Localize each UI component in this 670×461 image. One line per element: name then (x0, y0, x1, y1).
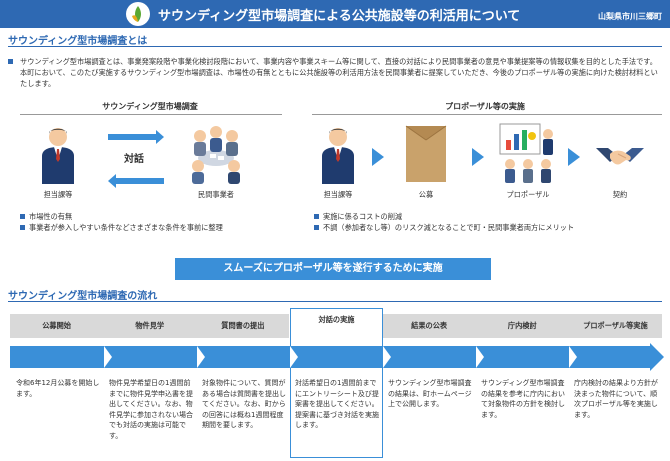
left-bullet-list: 市場性の有無 事業者が参入しやすい条件などさまざまな条件を事前に整理 (20, 211, 290, 233)
flow-separator (290, 346, 298, 368)
right-bullet-item: 実施に係るコストの削減 (314, 211, 662, 222)
flow-steps-header: 公募開始 物件見学 質問書の提出 結果の公表 庁内検討 プロポーザル等実施 (10, 314, 662, 338)
section-divider (8, 301, 662, 302)
step-label: 物件見学 (135, 321, 165, 330)
step-label: 公募開始 (42, 321, 71, 330)
page-header: サウンディング型市場調査による公共施設等の利活用について 山梨県市川三郷町 (0, 0, 670, 28)
envelope-icon (404, 124, 448, 184)
step-label: プロポーザル等実施 (583, 321, 648, 330)
right-caption-contract: 契約 (612, 190, 628, 199)
left-caption-staff: 担当課等 (43, 190, 73, 199)
presentation-icon (498, 120, 558, 184)
section-description: サウンディング型市場調査とは、事業発案段階や事業化検討段階において、事業内容や事… (8, 56, 662, 89)
page-title: サウンディング型市場調査による公共施設等の利活用について (158, 9, 521, 24)
flow-arrow-icon (472, 148, 484, 166)
flow-separator (476, 346, 484, 368)
step-description: サウンディング型市場調査の結果を参考に庁内において対象物件の方針を検討します。 (481, 379, 565, 419)
step-description: 令和6年12月公募を開始します。 (16, 379, 100, 398)
step-description: サウンディング型市場調査の結果は、町ホームページ上で公開します。 (388, 379, 472, 408)
step-description: 対話希望日の1週間前までにエントリーシート及び提案書を提出してください。提案書に… (295, 379, 379, 429)
section-title-about: サウンディング型市場調査とは (8, 36, 148, 47)
staff-person-icon (40, 126, 76, 184)
step-description: 庁内検討の結果より方針が決まった物件について、順次プロポーザル等を実施します。 (574, 379, 658, 419)
dialogue-label: 対話 (124, 154, 144, 165)
town-emblem-icon (126, 2, 150, 26)
right-bullet-list: 実施に係るコストの削減 不調（参加者なし等）のリスク減となることで町・民間事業者… (314, 211, 662, 233)
right-bullet-item: 不調（参加者なし等）のリスク減となることで町・民間事業者両方にメリット (314, 222, 662, 233)
right-diagram-heading: プロポーザル等の実施 (445, 102, 525, 111)
right-caption-public-offer: 公募 (418, 190, 434, 199)
dialogue-arrow-left (108, 174, 164, 188)
right-caption-proposal: プロポーザル (506, 190, 550, 199)
flow-separator (104, 346, 112, 368)
right-caption-staff: 担当課等 (323, 190, 353, 199)
flow-separator (197, 346, 205, 368)
dialogue-arrow-right (108, 130, 164, 144)
flow-progress-arrow (10, 343, 664, 371)
section-divider (8, 46, 662, 47)
step-label: 庁内検討 (507, 321, 537, 330)
step-label: 質問書の提出 (221, 321, 265, 330)
step-description: 対象物件について、質問がある場合は質問書を提出してください。なお、町からの回答に… (202, 379, 286, 429)
flow-separator (383, 346, 391, 368)
bullet-marker (8, 59, 13, 64)
description-text: サウンディング型市場調査とは、事業発案段階や事業化検討段階において、事業内容や事… (20, 57, 658, 88)
left-diagram-heading: サウンディング型市場調査 (102, 102, 198, 111)
flow-arrow-icon (372, 148, 384, 166)
handshake-icon (596, 140, 644, 172)
active-step-highlight: 対話の実施 (290, 308, 383, 458)
section-title-flow: サウンディング型市場調査の流れ (8, 291, 158, 302)
left-heading-underline (20, 114, 282, 115)
flow-arrow-icon (568, 148, 580, 166)
organization-name: 山梨県市川三郷町 (598, 12, 662, 21)
purpose-banner: スムーズにプロポーザル等を遂行するために実施 (175, 258, 491, 280)
left-caption-business: 民間事業者 (198, 190, 234, 199)
left-bullet-item: 市場性の有無 (20, 211, 290, 222)
step-label-active: 対話の実施 (318, 315, 355, 324)
step-description: 物件見学希望日の1週間前までに物件見学申込書を提出してください。なお、物件見学に… (109, 379, 193, 440)
step-label: 結果の公表 (411, 321, 448, 330)
flow-separator (569, 346, 577, 368)
staff-person-icon-right (320, 126, 356, 184)
business-meeting-icon (188, 122, 244, 184)
step-label-active-placeholder (289, 314, 383, 338)
left-bullet-item: 事業者が参入しやすい条件などさまざまな条件を事前に整理 (20, 222, 290, 233)
right-heading-underline (312, 114, 662, 115)
